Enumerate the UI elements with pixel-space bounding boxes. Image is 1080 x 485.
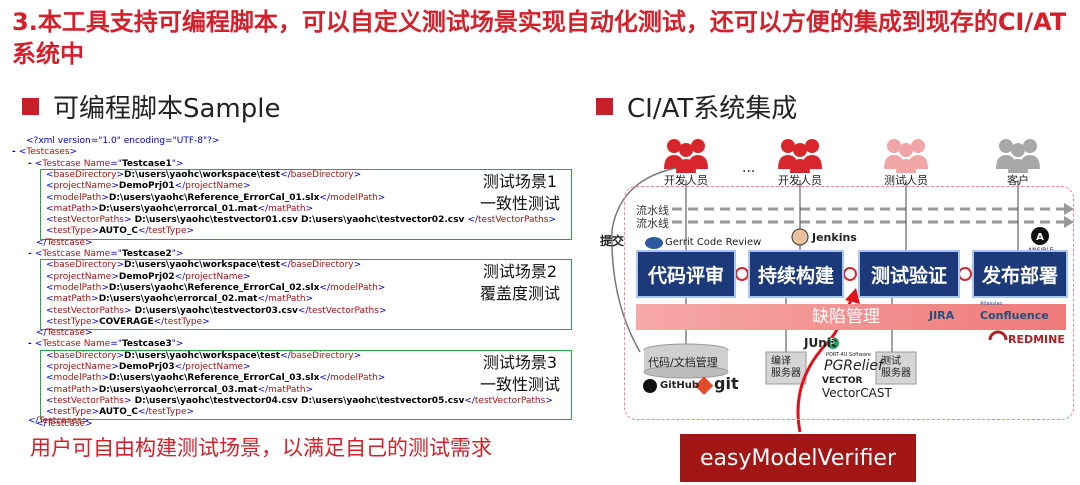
xml-field-matpath: <matPath>D:\users\yaohc\errorcal_03.mat<…: [46, 384, 314, 395]
xml-field-matpath: <matPath>D:\users\yaohc\errorcal_02.mat<…: [46, 294, 314, 305]
xml-testcase-close: </Testcase>: [36, 237, 93, 248]
bullet-square-icon: [22, 98, 39, 115]
left-note: 用户可自由构建测试场景，以满足自己的测试需求: [30, 436, 492, 460]
atlassian-label: Atlassian: [980, 301, 1003, 307]
xml-field-projectname: <projectName>DemoPrj03</projectName>: [46, 362, 251, 372]
testcase-highlight-box: [40, 349, 572, 421]
gerrit-logo-icon: [645, 237, 663, 249]
tool-name-label: easyModelVerifier: [699, 445, 897, 471]
tool-arrowhead: [845, 288, 860, 304]
pipeline-arrow-2: [1064, 216, 1074, 228]
repo-label: 代码/文档管理: [648, 356, 718, 369]
person-label: 开发人员: [778, 174, 822, 187]
person-label: 客户: [1007, 174, 1029, 187]
git-label: git: [714, 374, 739, 393]
section-heading-ci: CI/AT系统集成: [596, 88, 797, 125]
pgrelief-label: PGRelief: [824, 358, 883, 374]
redmine-logo-icon: [988, 330, 1008, 341]
xml-field-testtype: <testType>AUTO_C</testType>: [46, 226, 195, 237]
github-label: GitHub: [660, 380, 700, 391]
jenkins-logo-icon: [791, 228, 809, 246]
person-label: 开发人员: [664, 174, 708, 187]
cycle-icon: [843, 267, 857, 281]
xml-field-testtype: <testType>COVERAGE</testType>: [46, 316, 210, 327]
submit-label: 提交: [600, 234, 625, 248]
xml-testcase-open: - <Testcase Name="Testcase1">: [28, 158, 184, 169]
xml-field-modelpath: <modelPath>D:\users\yaohc\Reference_Erro…: [46, 373, 386, 384]
xml-testcase-close: </Testcase>: [36, 418, 93, 429]
vector-label: VECTOR: [822, 376, 863, 386]
person-group-icon: [884, 139, 928, 173]
xml-testcase-close: </Testcase>: [36, 328, 93, 339]
xml-field-testvectorpaths: <testVectorPaths> D:\users\yaohc\testvec…: [46, 305, 387, 316]
xml-field-projectname: <projectName>DemoPrj02</projectName>: [46, 271, 251, 282]
xml-field-basedirectory: <baseDirectory>D:\users\yaohc\workspace\…: [46, 169, 362, 180]
xml-declaration: <?xml version="1.0" encoding="UTF-8"?>: [26, 136, 220, 146]
defect-management-label: 缺陷管理: [812, 307, 880, 327]
github-logo-icon: [643, 379, 657, 393]
test-server-icon: [875, 351, 917, 385]
xml-testcase-open: - <Testcase Name="Testcase2">: [28, 249, 184, 259]
testcase-highlight-box: [40, 259, 572, 331]
person-group-icon: [664, 139, 708, 173]
xml-field-testvectorpaths: <testVectorPaths> D:\users\yaohc\testvec…: [46, 215, 557, 226]
xml-field-testtype: <testType>AUTO_C</testType>: [46, 407, 195, 418]
xml-script-sample: <?xml version="1.0" encoding="UTF-8"?> -…: [6, 136, 576, 429]
jenkins-label: Jenkins: [812, 231, 857, 244]
stage-box: 测试验证: [858, 250, 960, 298]
xml-field-modelpath: <modelPath>D:\users\yaohc\Reference_Erro…: [46, 282, 386, 293]
easymodelverifier-box: easyModelVerifier: [680, 434, 916, 482]
redmine-label: REDMINE: [1008, 333, 1065, 346]
stage-box: 持续构建: [748, 250, 844, 298]
pipeline-arrow-1: [1064, 203, 1074, 215]
bullet-square-icon: [596, 98, 613, 115]
junit-number: 5: [830, 337, 836, 346]
test-server-label: 测试服务器: [881, 356, 911, 379]
jira-label: JIRA: [929, 309, 955, 322]
pipeline-label-2: 流水线: [636, 217, 669, 230]
pipeline-label-1: 流水线: [636, 204, 669, 217]
xml-testcases-close: </Testcases>: [28, 416, 90, 426]
build-server-icon: [765, 351, 807, 385]
xml-testcase-open: - <Testcase Name="Testcase3">: [28, 339, 184, 350]
ci-frame: [624, 186, 1074, 420]
gerrit-label: Gerrit Code Review: [665, 237, 762, 248]
junit-label: JUnit: [804, 336, 837, 350]
person-group-icon: [996, 139, 1040, 173]
git-logo-icon: [694, 376, 714, 395]
vectorcast-label: VectorCAST: [822, 386, 892, 400]
xml-field-modelpath: <modelPath>D:\users\yaohc\Reference_Erro…: [46, 192, 386, 203]
xml-field-basedirectory: <baseDirectory>D:\users\yaohc\workspace\…: [46, 350, 362, 361]
xml-field-basedirectory: <baseDirectory>D:\users\yaohc\workspace\…: [46, 260, 362, 271]
section-heading-script: 可编程脚本Sample: [22, 88, 281, 125]
ansible-logo-icon: [1031, 227, 1049, 245]
defect-management-bar: [636, 304, 1066, 330]
junit-logo-icon: [827, 337, 839, 349]
xml-field-matpath: <matPath>D:\users\yaohc\errorcal_01.mat<…: [46, 203, 314, 214]
testcase-highlight-box: [40, 168, 572, 240]
stage-box: 发布部署: [972, 250, 1068, 298]
xml-field-projectname: <projectName>DemoPrj01</projectName>: [46, 181, 251, 192]
xml-field-testvectorpaths: <testVectorPaths> D:\users\yaohc\testvec…: [46, 395, 553, 406]
person-label: 测试人员: [884, 174, 928, 187]
stage-box: 代码评审: [636, 250, 736, 298]
page-title: 3.本工具支持可编程脚本，可以自定义测试场景实现自动化测试，还可以方便的集成到现…: [12, 8, 1067, 68]
submit-curve: [611, 167, 677, 353]
pgrelief-sub-label: PORT-4U Software: [826, 352, 871, 358]
confluence-label: Confluence: [980, 309, 1049, 322]
person-group-icon: [778, 139, 822, 173]
xml-testcases-open: - <Testcases>: [12, 147, 78, 157]
build-server-label: 编译服务器: [771, 356, 801, 379]
ellipsis: ...: [742, 160, 756, 176]
section-label: 可编程脚本Sample: [53, 94, 281, 124]
section-label: CI/AT系统集成: [627, 94, 798, 124]
svg-text:A: A: [1036, 232, 1044, 243]
